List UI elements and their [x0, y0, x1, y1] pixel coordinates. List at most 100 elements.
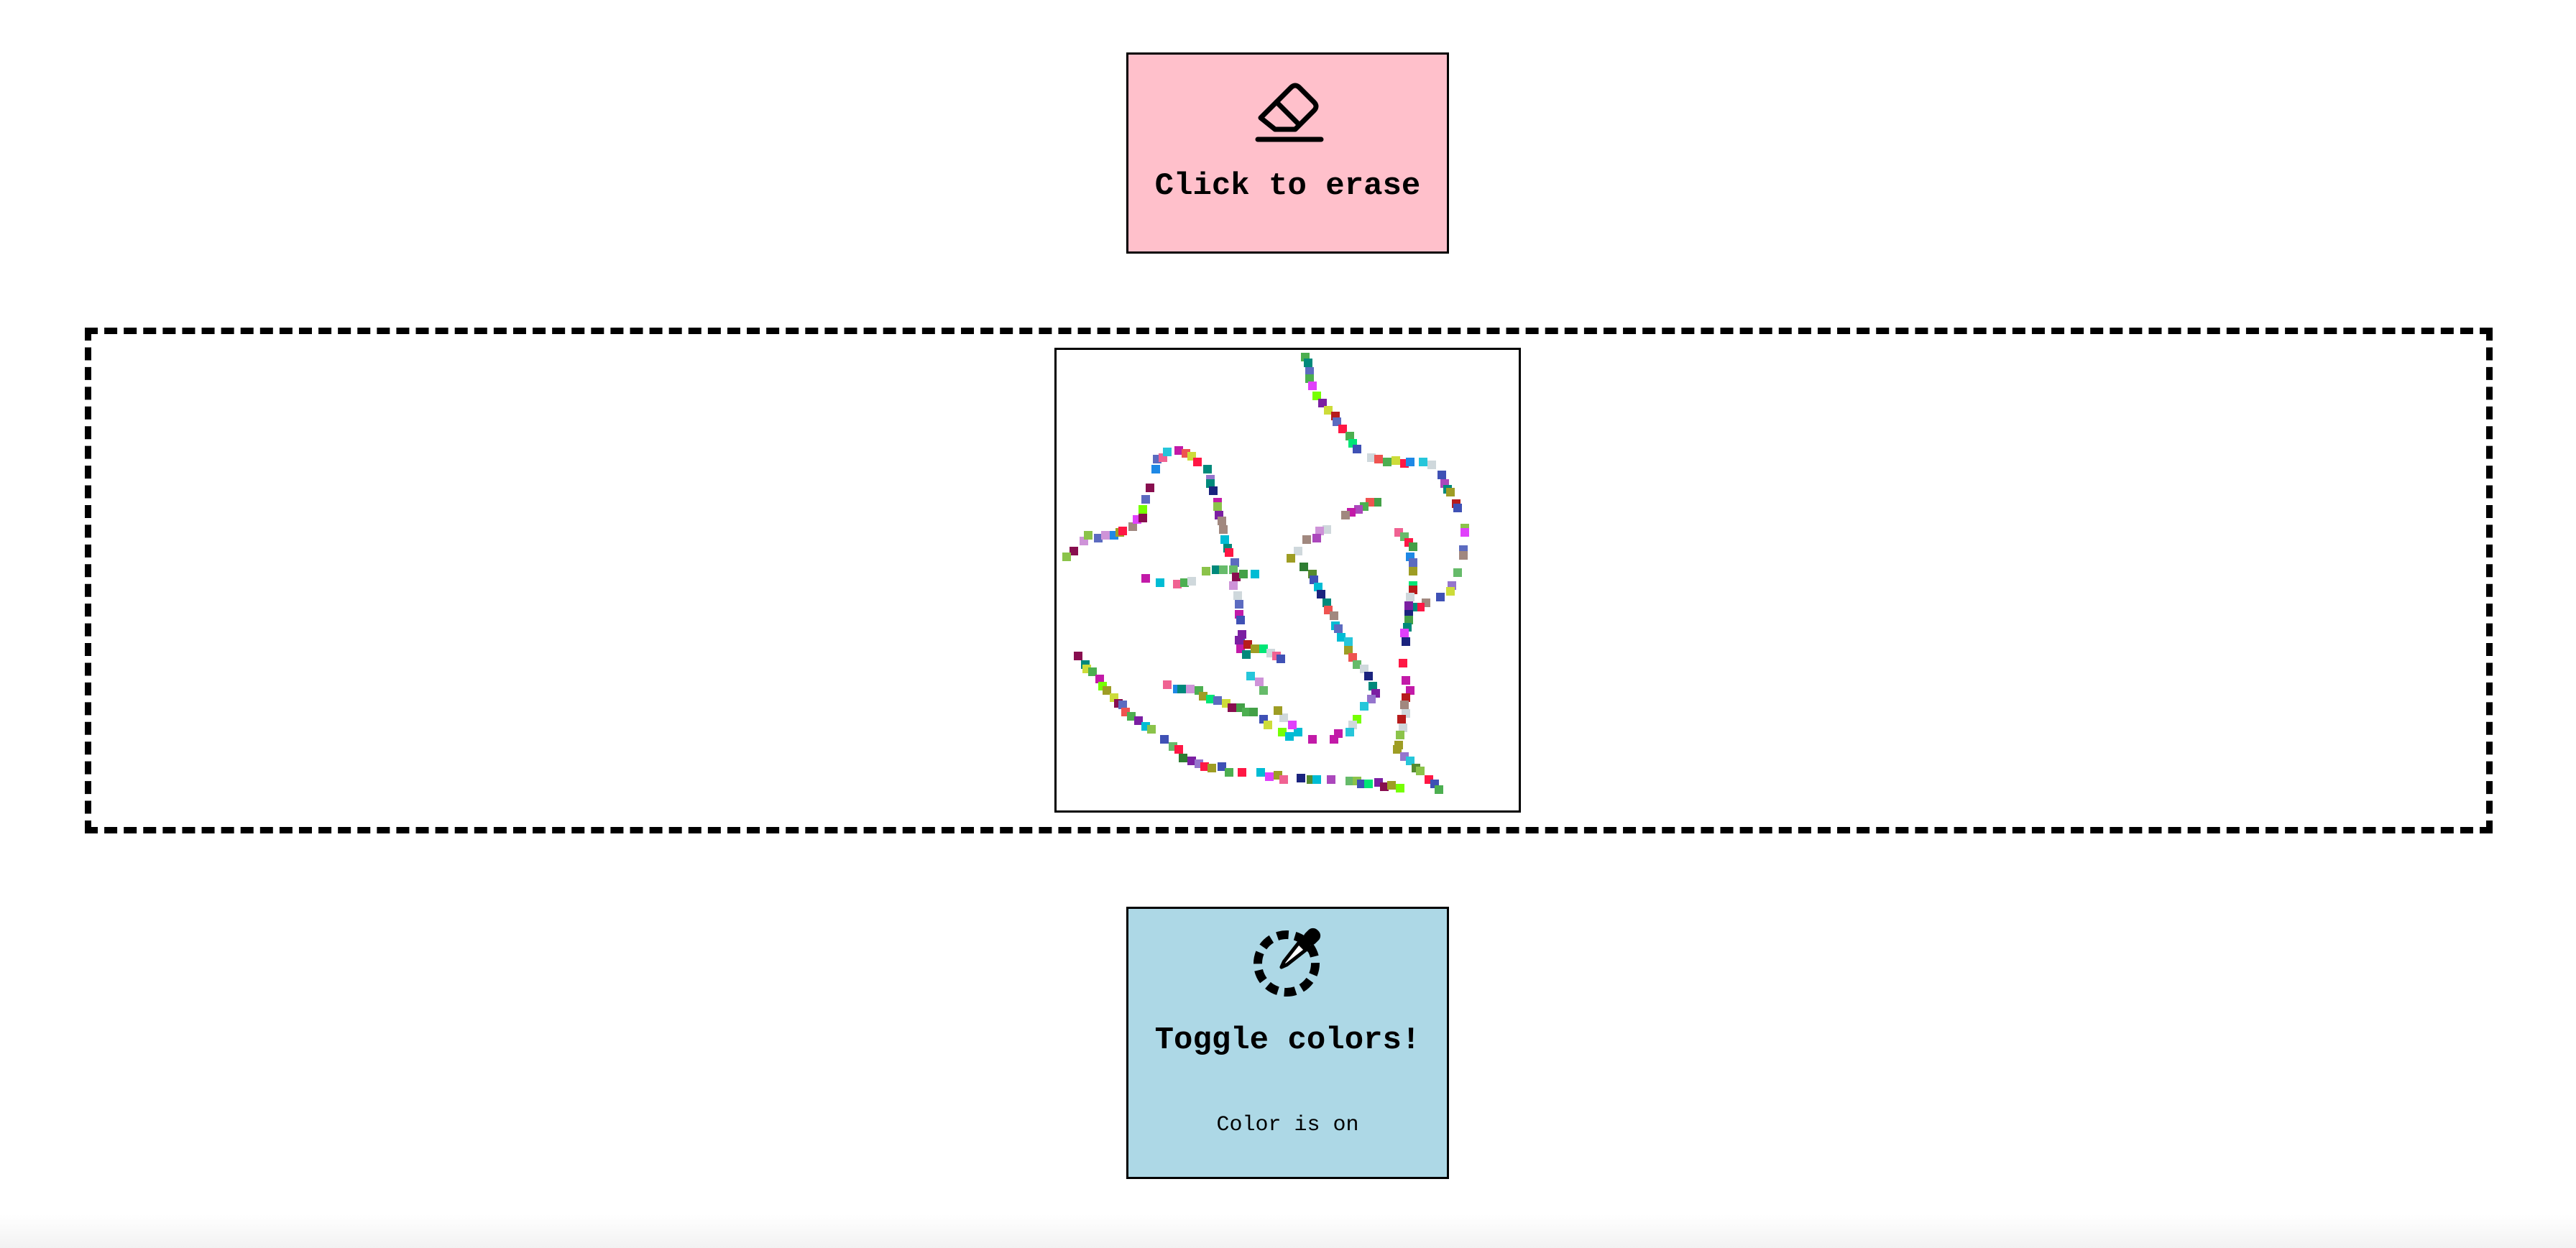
scribble-pixel [1393, 745, 1402, 754]
scribble-pixel [1406, 757, 1414, 765]
scribble-pixel [1235, 636, 1243, 644]
scribble-pixel [1238, 768, 1246, 777]
scribble-pixel [1225, 548, 1233, 557]
scribble-pixel [1259, 644, 1268, 653]
scribble-pixel [1404, 616, 1413, 624]
scribble-pixel [1187, 577, 1196, 586]
scribble-pixel [1279, 775, 1288, 784]
scribble-pixel [1160, 735, 1169, 744]
scribble-pixel [1404, 601, 1413, 610]
scribble-drawing [1062, 353, 1469, 794]
scribble-pixel [1259, 686, 1268, 695]
scribble-pixel [1364, 780, 1373, 788]
scribble-pixel [1312, 775, 1321, 784]
scribble-pixel [1070, 547, 1078, 555]
scribble-pixel [1212, 565, 1220, 574]
drawing-canvas[interactable] [1054, 348, 1521, 813]
erase-button[interactable]: Click to erase [1126, 52, 1449, 254]
scribble-pixel [1074, 652, 1082, 660]
scribble-pixel [1235, 600, 1243, 609]
scribble-pixel [1179, 754, 1187, 762]
scribble-pixel [1147, 725, 1156, 734]
scribble-pixel [1354, 505, 1363, 514]
scribble-pixel [1374, 455, 1383, 463]
scribble-pixel [1127, 712, 1136, 721]
scribble-pixel [1243, 640, 1252, 649]
bottom-edge [0, 1214, 2576, 1248]
erase-button-label: Click to erase [1154, 168, 1421, 204]
scribble-pixel [1297, 774, 1305, 782]
canvas-frame [85, 328, 2493, 833]
scribble-pixel [1402, 637, 1410, 646]
scribble-pixel [1156, 578, 1164, 587]
scribble-pixel [1276, 655, 1285, 663]
scribble-pixel [1334, 624, 1343, 633]
scribble-pixel [1219, 525, 1228, 534]
scribble-pixel [1278, 728, 1287, 736]
scribble-pixel [1318, 399, 1327, 407]
scribble-pixel [1141, 495, 1150, 504]
scribble-pixel [1353, 660, 1361, 669]
scribble-pixel [1305, 367, 1314, 376]
scribble-pixel [1427, 461, 1436, 469]
scribble-pixel [1202, 567, 1210, 576]
scribble-pixel [1094, 534, 1103, 542]
scribble-pixel [1163, 448, 1172, 456]
scribble-pixel [1399, 659, 1407, 667]
scribble-pixel [1397, 715, 1406, 724]
scribble-pixel [1229, 581, 1238, 590]
scribble-pixel [1341, 511, 1350, 519]
scribble-pixel [1251, 644, 1259, 653]
scribble-pixel [1460, 528, 1469, 537]
scribble-pixel [1396, 731, 1404, 739]
scribble-pixel [1128, 522, 1137, 531]
toggle-colors-button[interactable]: Toggle colors! Color is on [1126, 907, 1449, 1179]
scribble-pixel [1317, 590, 1325, 598]
scribble-pixel [1118, 527, 1127, 535]
scribble-pixel [1338, 425, 1347, 433]
scribble-pixel [1344, 646, 1353, 655]
scribble-pixel [1213, 502, 1222, 511]
scribble-pixel [1220, 535, 1229, 544]
scribble-pixel [1353, 445, 1361, 453]
scribble-pixel [1193, 458, 1202, 466]
scribble-pixel [1346, 728, 1354, 736]
scribble-pixel [1118, 701, 1127, 709]
scribble-pixel [1367, 695, 1376, 703]
scribble-pixel [1419, 458, 1427, 466]
scribble-pixel [1264, 721, 1272, 729]
scribble-pixel [1173, 580, 1182, 588]
scribble-pixel [1346, 432, 1354, 440]
scribble-pixel [1416, 767, 1425, 775]
scribble-pixel [1392, 456, 1400, 465]
scribble-pixel [1230, 558, 1239, 567]
scribble-pixel [1236, 616, 1245, 624]
scribble-pixel [1348, 721, 1357, 729]
scribble-pixel [1346, 777, 1354, 785]
scribble-pixel [1436, 593, 1445, 601]
scribble-pixel [1209, 486, 1218, 495]
scribble-pixel [1103, 686, 1111, 695]
scribble-pixel [1364, 672, 1373, 680]
scribble-pixel [1251, 570, 1259, 578]
scribble-pixel [1344, 637, 1353, 646]
scribble-pixel [1138, 505, 1147, 514]
scribble-pixel [1409, 558, 1417, 567]
scribble-pixel [1406, 593, 1414, 601]
scribble-pixel [1180, 578, 1189, 587]
scribble-pixel [1308, 735, 1317, 744]
scribble-pixel [1218, 762, 1226, 771]
scribble-pixel [1279, 713, 1288, 722]
scribble-pixel [1062, 553, 1071, 561]
scribble-pixel [1203, 465, 1212, 473]
toggle-button-label: Toggle colors! [1154, 1022, 1421, 1058]
scribble-pixel [1186, 685, 1195, 693]
scribble-pixel [1101, 531, 1110, 540]
scribble-pixel [1409, 586, 1417, 594]
scribble-pixel [1446, 587, 1455, 596]
scribble-pixel [1246, 672, 1255, 680]
scribble-pixel [1337, 633, 1346, 642]
scribble-pixel [1406, 458, 1414, 466]
scribble-pixel [1208, 764, 1216, 772]
scribble-pixel [1255, 678, 1264, 686]
